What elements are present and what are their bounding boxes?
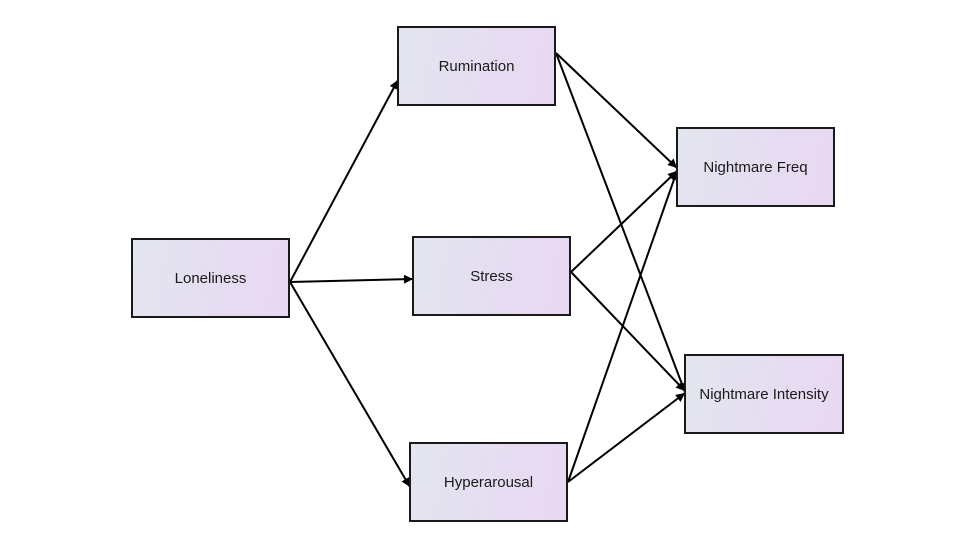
node-hyperarousal[interactable]: Hyperarousal bbox=[409, 442, 568, 522]
edge-loneliness-to-hyperarousal bbox=[289, 281, 411, 488]
edge-hyperarousal-to-nightmare-intensity bbox=[567, 392, 686, 483]
edge-stress-to-nightmare-intensity bbox=[570, 271, 686, 392]
node-label: Loneliness bbox=[174, 269, 247, 287]
node-label: Stress bbox=[470, 267, 513, 285]
edge-hyperarousal-to-nightmare-freq bbox=[567, 170, 679, 483]
node-label: Hyperarousal bbox=[443, 473, 534, 491]
edge-stress-to-nightmare-freq bbox=[570, 170, 678, 273]
node-rumination[interactable]: Rumination bbox=[397, 26, 556, 106]
edge-loneliness-to-rumination bbox=[289, 79, 399, 283]
edge-rumination-to-nightmare-intensity bbox=[555, 52, 687, 393]
node-label: Rumination bbox=[438, 57, 515, 75]
node-stress[interactable]: Stress bbox=[412, 236, 571, 316]
node-label: Nightmare Freq bbox=[703, 158, 808, 176]
node-loneliness[interactable]: Loneliness bbox=[131, 238, 290, 318]
node-nightmare-intensity[interactable]: Nightmare Intensity bbox=[684, 354, 844, 434]
node-label: Nightmare Intensity bbox=[699, 385, 829, 403]
edge-loneliness-to-stress bbox=[289, 274, 414, 284]
edge-rumination-to-nightmare-freq bbox=[555, 52, 678, 169]
node-nightmare-freq[interactable]: Nightmare Freq bbox=[676, 127, 835, 207]
